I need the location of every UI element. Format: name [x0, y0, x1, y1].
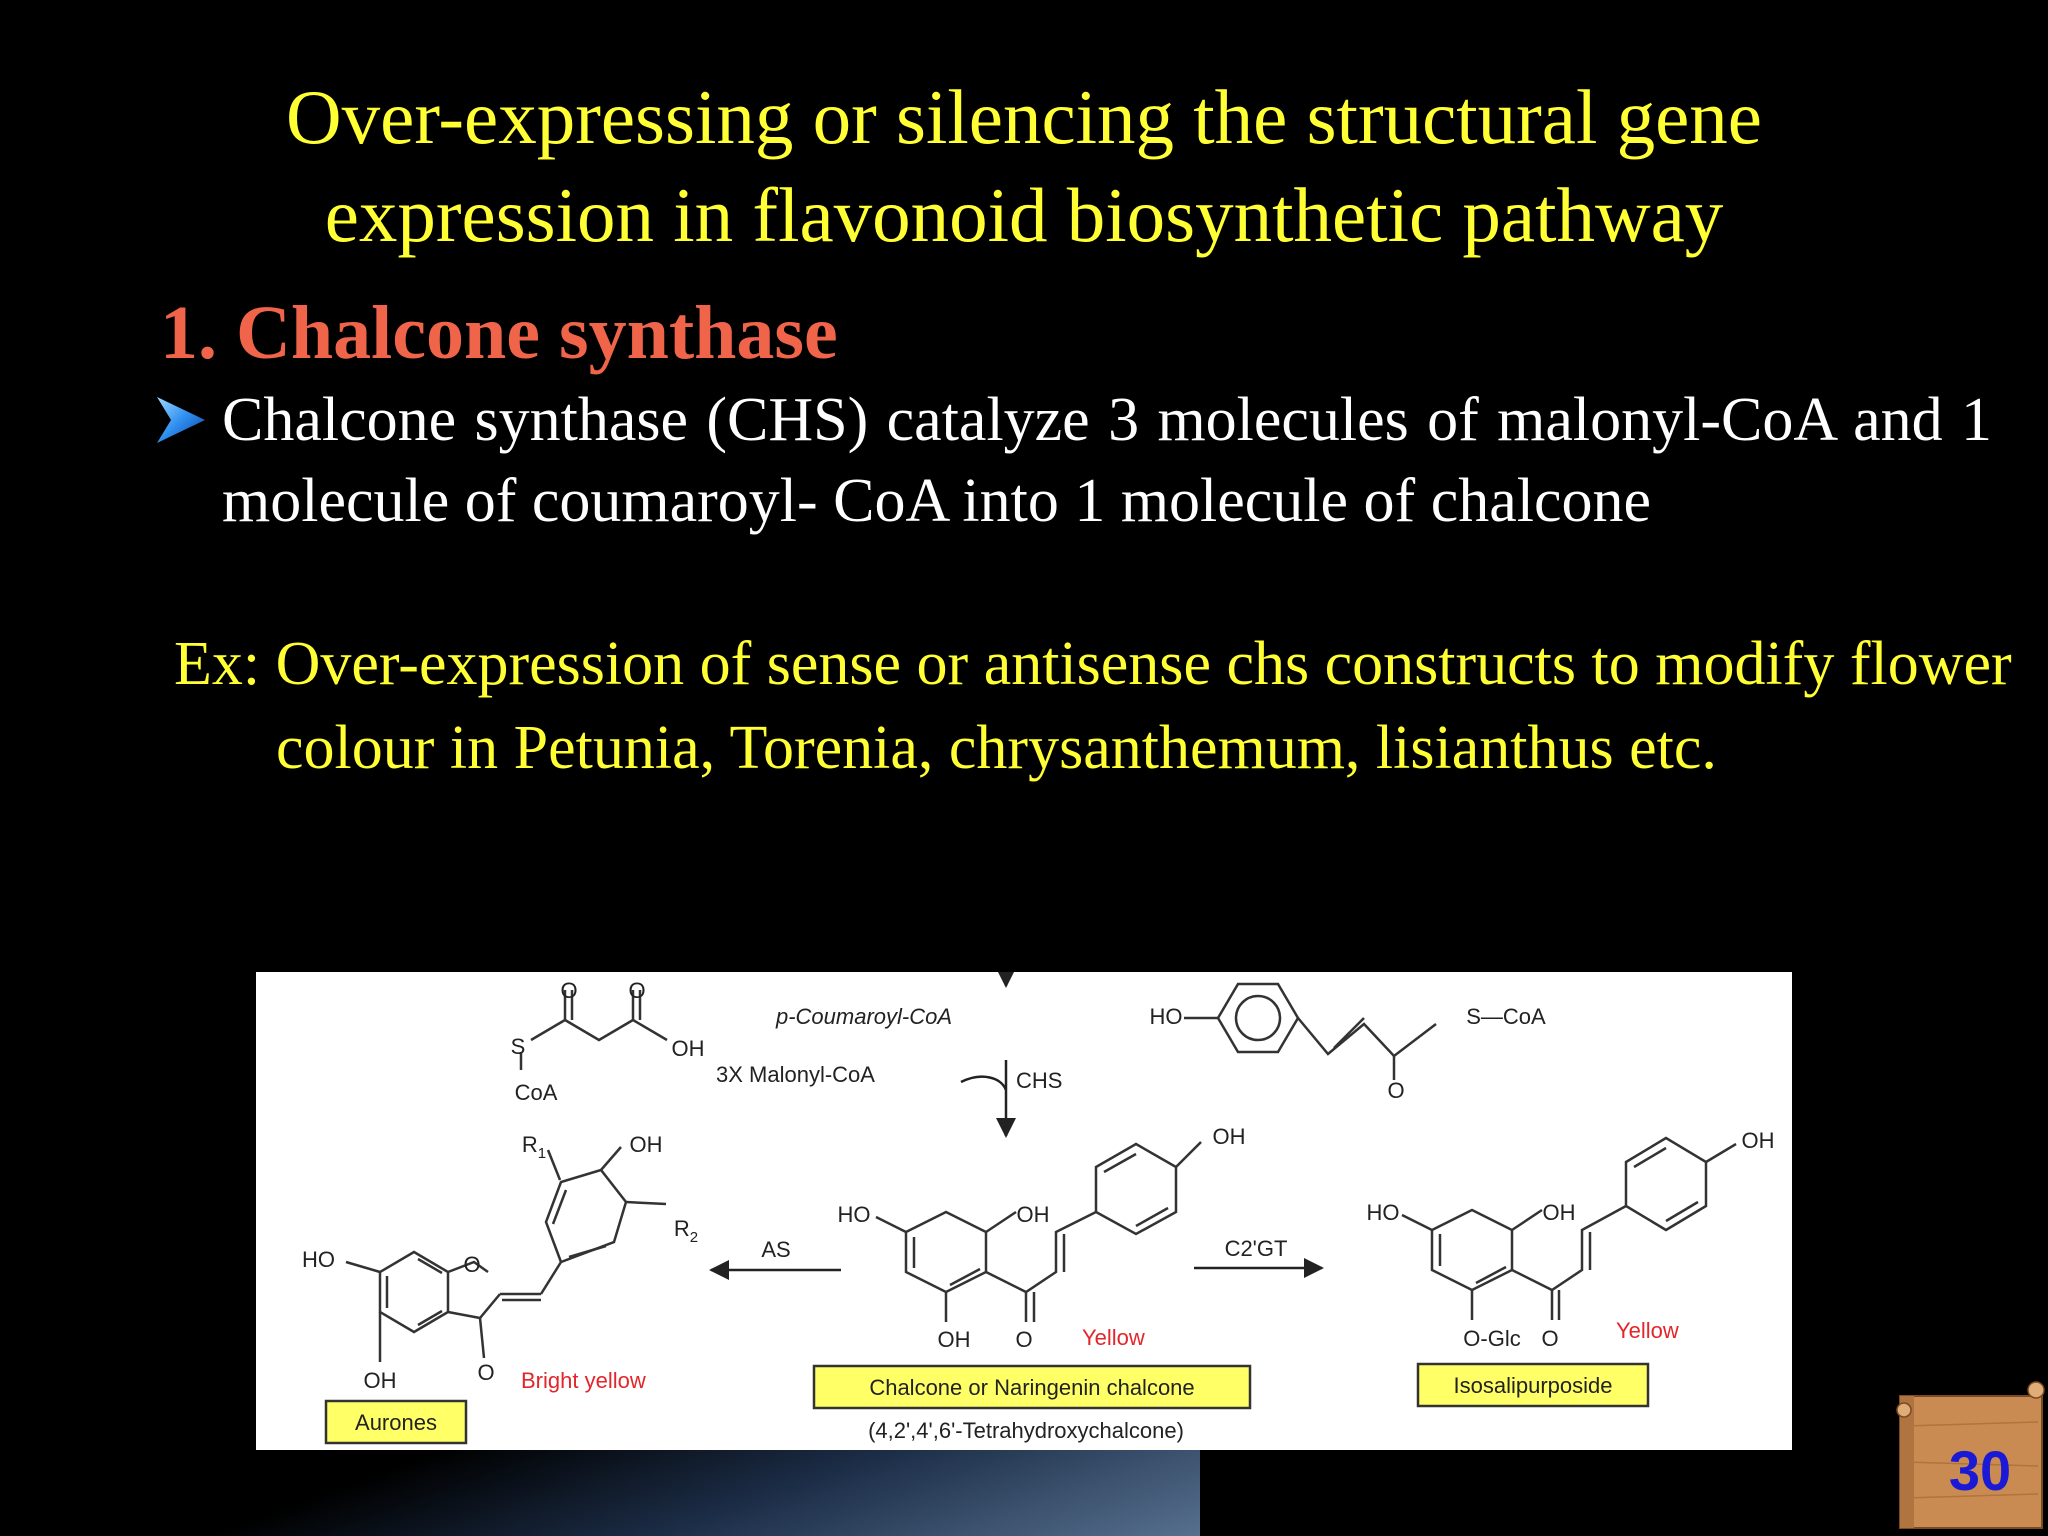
chalcone-name-label: Chalcone or Naringenin chalcone — [869, 1375, 1194, 1400]
title-line-2: expression in flavonoid biosynthetic pat… — [324, 172, 1724, 258]
c2gt-label: C2'GT — [1225, 1236, 1288, 1261]
as-label: AS — [761, 1237, 790, 1262]
aurone-oh-top-label: OH — [630, 1132, 663, 1157]
iso-oh-top-label: OH — [1742, 1128, 1775, 1153]
aurone-structure — [345, 1146, 667, 1362]
aurone-name-box — [324, 1399, 468, 1445]
iso-name-box — [1416, 1362, 1650, 1408]
iso-keto-label: O — [1541, 1326, 1558, 1351]
aurone-ring-o-label: O — [463, 1252, 480, 1277]
iso-color-label: Yellow — [1616, 1318, 1679, 1343]
malonyl-oh-label: OH — [672, 1036, 705, 1061]
malonyl-label: 3X Malonyl-CoA — [716, 1062, 875, 1087]
chalcone-ho-label: HO — [838, 1202, 871, 1227]
iso-oglc-label: O-Glc — [1463, 1326, 1520, 1351]
coumaroyl-ho-label: HO — [1150, 1004, 1183, 1029]
malonyl-coa-label: CoA — [515, 1080, 558, 1105]
chalcone-structure — [875, 1141, 1202, 1322]
malonyl-coa-structure — [519, 990, 668, 1070]
coumaroyl-coa-label: p-Coumaroyl-CoA — [775, 1004, 952, 1029]
chalcone-keto-label: O — [1015, 1327, 1032, 1352]
aurone-oh-bottom-label: OH — [364, 1368, 397, 1393]
malonyl-s-label: S — [511, 1034, 526, 1059]
aurone-r1-label: R1 — [522, 1132, 546, 1162]
chalcone-name-box — [812, 1364, 1252, 1410]
coumaroyl-structure — [1184, 982, 1437, 1080]
aurone-keto-label: O — [477, 1360, 494, 1385]
title-line-1: Over-expressing or silencing the structu… — [286, 74, 1762, 160]
coumaroyl-o-label: O — [1387, 1078, 1404, 1103]
page-number: 30 — [1949, 1439, 2011, 1502]
pathway-figure: O O S OH CoA p-Coumaroyl-CoA HO S—CoA O … — [256, 972, 1792, 1450]
chalcone-oh-top-label: OH — [1213, 1124, 1246, 1149]
page-number-badge: 30 — [1896, 1381, 2045, 1529]
iso-name-label: Isosalipurposide — [1454, 1373, 1613, 1398]
aurone-color-label: Bright yellow — [521, 1368, 646, 1393]
slide-title: Over-expressing or silencing the structu… — [0, 68, 2048, 264]
iso-ho-label: HO — [1367, 1200, 1400, 1225]
chalcone-oh-bottom-label: OH — [938, 1327, 971, 1352]
aurone-r2-label: R2 — [674, 1216, 698, 1246]
malonyl-o2-label: O — [628, 978, 645, 1003]
bullet-text: Chalcone synthase (CHS) catalyze 3 molec… — [222, 386, 1992, 535]
chalcone-oh-mid-label: OH — [1017, 1202, 1050, 1227]
section-heading: 1. Chalcone synthase — [160, 291, 838, 375]
chalcone-color-label: Yellow — [1082, 1325, 1145, 1350]
iso-oh-mid-label: OH — [1543, 1200, 1576, 1225]
aurone-name-label: Aurones — [355, 1410, 437, 1435]
malonyl-o1-label: O — [560, 978, 577, 1003]
chalcone-iupac-label: (4,2',4',6'-Tetrahydroxychalcone) — [868, 1418, 1184, 1443]
malonyl-join-arrow — [960, 1075, 1008, 1091]
isosalipurposide-structure — [1401, 1136, 1737, 1320]
example-text: Ex: Over-expression of sense or antisens… — [174, 630, 2012, 782]
chs-label: CHS — [1016, 1068, 1062, 1093]
coumaroyl-sc-label: S—CoA — [1466, 1004, 1546, 1029]
aurone-ho-label: HO — [302, 1247, 335, 1272]
chevron-right-icon — [157, 397, 205, 443]
